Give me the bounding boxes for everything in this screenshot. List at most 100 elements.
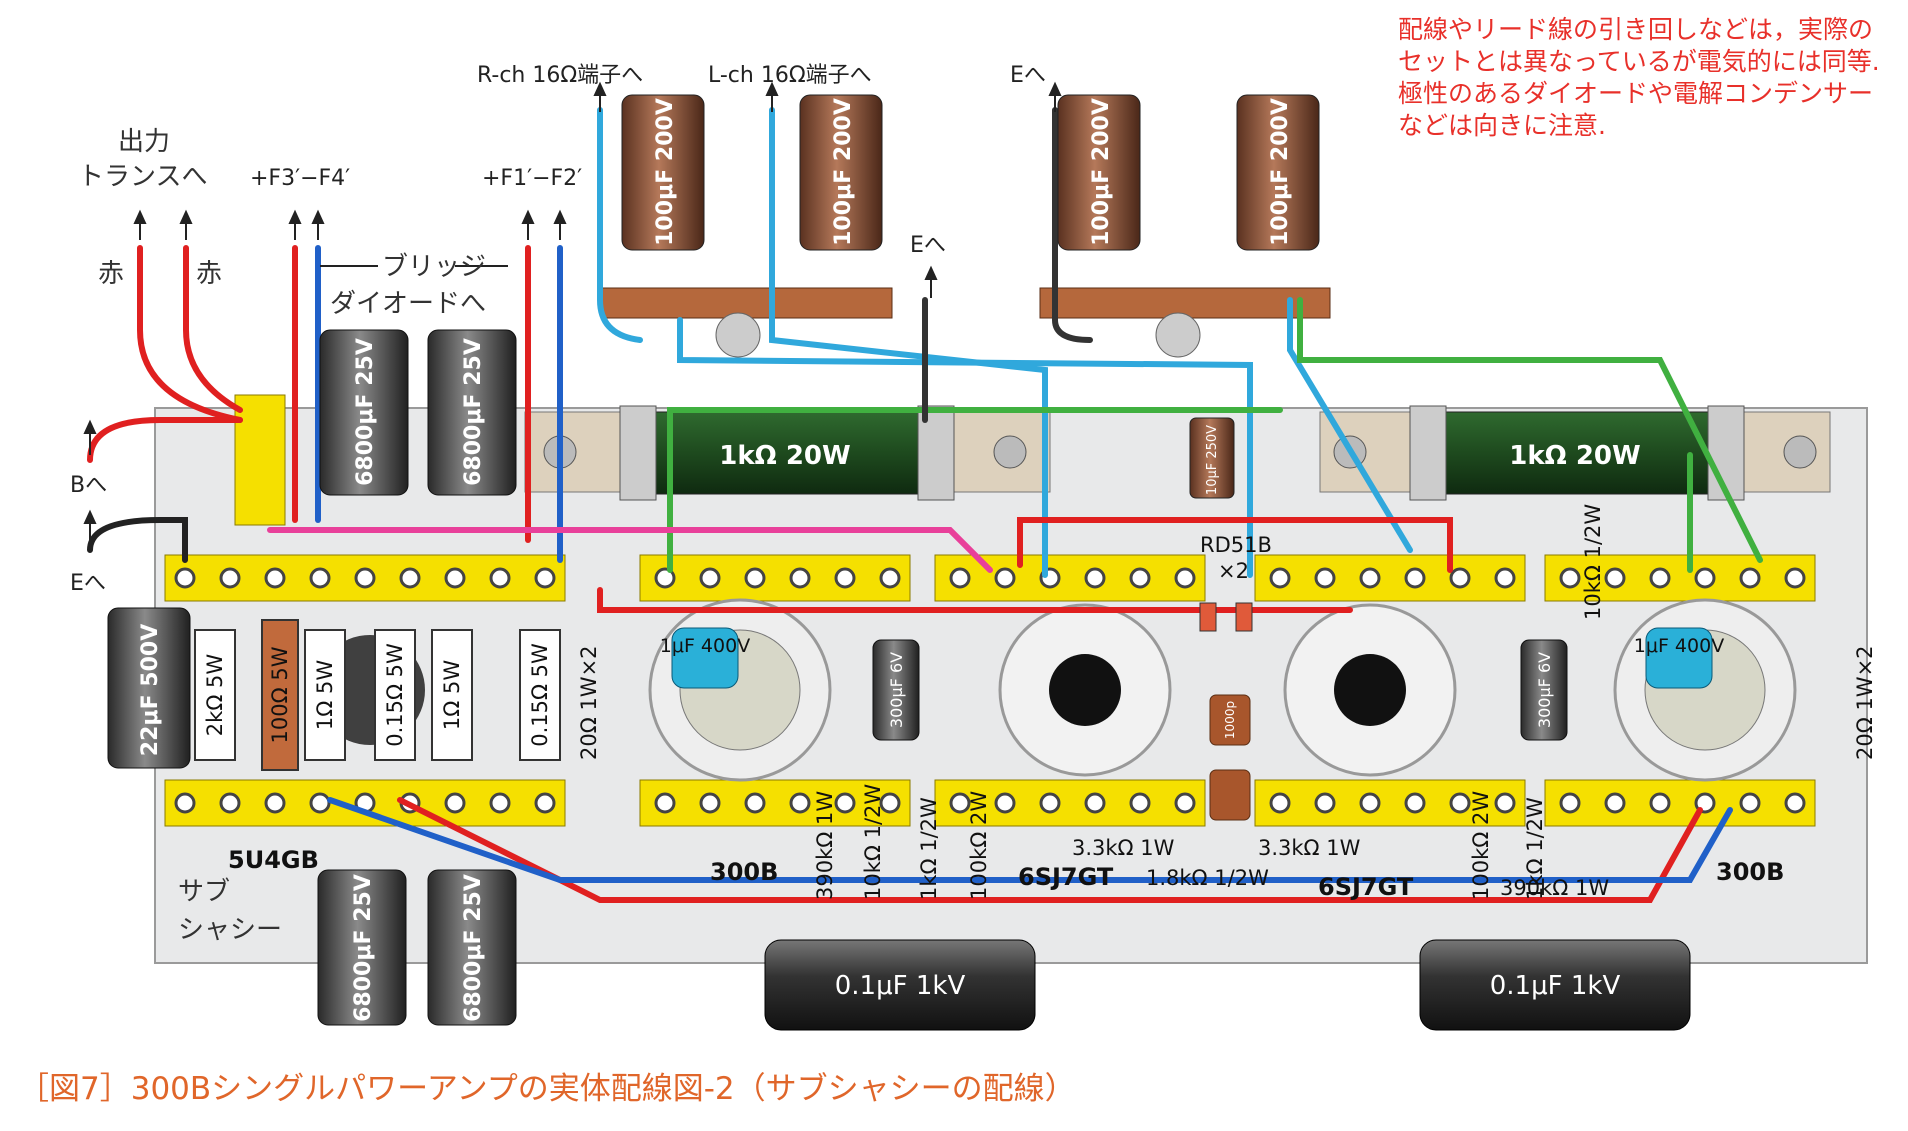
cap-6800-3: 6800μF 25V [317, 869, 407, 1026]
resistor-1k-20w-right-label: 1kΩ 20W [1509, 441, 1640, 471]
cap-6800-4: 6800μF 25V [427, 869, 517, 1026]
cap-1u-left-label: 1μF 400V [660, 635, 750, 657]
cap-1u-right-label: 1μF 400V [1634, 635, 1724, 657]
wiring-note-line-3: 極性のあるダイオードや電解コンデンサー [1398, 79, 1874, 108]
label-100k-left: 100kΩ 2W [967, 791, 991, 900]
label-300b-right: 300B [1716, 858, 1784, 886]
cap-100u-2: 100μF 200V [799, 94, 883, 251]
cap-6800-3-label: 6800μF 25V [351, 874, 376, 1022]
cap-22u-label: 22μF 500V [138, 624, 163, 756]
cap-300u-left: 300μF 6V [872, 639, 920, 741]
cap-100u-2-label: 100μF 200V [831, 98, 856, 246]
resistor-1k-20w-right: 1kΩ 20W [1409, 405, 1745, 501]
label-390k-left: 390kΩ 1W [813, 791, 837, 900]
label-10k-left: 10kΩ 1/2W [861, 784, 885, 900]
wiring-note-line-2: セットとは異なっているが電気的には同等. [1398, 47, 1880, 76]
label-output-1: 出力 [118, 127, 170, 157]
cap-6800-1: 6800μF 25V [319, 329, 409, 496]
label-bridge-1: ブリッジ [382, 252, 486, 282]
cap-01u-left: 0.1μF 1kV [764, 939, 1036, 1031]
label-rch: R-ch 16Ω端子へ [477, 63, 643, 88]
cap-10u-label: 10μF 250V [1205, 425, 1220, 495]
cap-01u-left-label: 0.1μF 1kV [835, 971, 966, 1001]
label-6sj7-right: 6SJ7GT [1318, 873, 1414, 901]
res-015a-label: 0.15Ω 5W [383, 643, 407, 747]
cap-01u-right-label: 0.1μF 1kV [1490, 971, 1621, 1001]
wiring-note-line-4: などは向きに注意. [1398, 111, 1606, 140]
cap-100u-4-label: 100μF 200V [1268, 98, 1293, 246]
resistor-bracket-left [524, 411, 1051, 493]
label-e-mid: Eへ [910, 233, 946, 258]
label-f12: +F1′−F2′ [482, 166, 582, 191]
cap-100u-3: 100μF 200V [1057, 94, 1141, 251]
label-1k-right: 1kΩ 1/2W [1523, 797, 1547, 900]
label-rd51b: RD51B [1200, 533, 1272, 557]
label-red-1: 赤 [98, 259, 124, 289]
label-e-left: Eへ [70, 571, 106, 596]
wiring-note-line-1: 配線やリード線の引き回しなどは，実際の [1398, 15, 1874, 44]
label-x2: ×2 [1218, 559, 1249, 583]
label-sub-2: シャシー [178, 915, 282, 945]
cap-10u-250v: 10μF 250V [1189, 417, 1235, 499]
cap-300u-right-label: 300μF 6V [1535, 652, 1554, 728]
res-1a-label: 1Ω 5W [313, 660, 337, 730]
label-20-right: 20Ω 1W×2 [1853, 645, 1877, 760]
cap-100u-1-label: 100μF 200V [653, 98, 678, 246]
cap-100u-3-label: 100μF 200V [1089, 98, 1114, 246]
label-33k-left: 3.3kΩ 1W [1072, 836, 1175, 860]
resistor-1k-20w-left-label: 1kΩ 20W [719, 441, 850, 471]
cap-1u-left: 1μF 400V [660, 627, 750, 689]
label-33k-right: 3.3kΩ 1W [1258, 836, 1361, 860]
res-100-label: 100Ω 5W [268, 646, 292, 743]
label-e-top: Eへ [1010, 63, 1046, 88]
res-2k-label: 2kΩ 5W [203, 654, 227, 737]
label-20-left: 20Ω 1W×2 [577, 645, 601, 760]
cap-6800-2-label: 6800μF 25V [461, 338, 486, 486]
cap-100u-4: 100μF 200V [1236, 94, 1320, 251]
label-5u4gb: 5U4GB [228, 846, 319, 874]
label-red-2: 赤 [196, 259, 222, 289]
wires [87, 107, 1763, 903]
cap-300u-left-label: 300μF 6V [887, 652, 906, 728]
top-terminal-strip-right [1039, 287, 1331, 358]
arrows [83, 81, 1062, 545]
figure-caption: ［図7］300Bシングルパワーアンプの実体配線図-2（サブシャシーの配線） [18, 1071, 1076, 1107]
diodes-rd51b [1199, 602, 1253, 632]
cap-1000p: 1000p [1209, 694, 1251, 821]
label-18k: 1.8kΩ 1/2W [1146, 866, 1269, 890]
cap-1u-right: 1μF 400V [1634, 627, 1724, 689]
cap-6800-1-label: 6800μF 25V [353, 338, 378, 486]
res-1b-label: 1Ω 5W [440, 660, 464, 730]
label-6sj7-left: 6SJ7GT [1018, 863, 1114, 891]
label-f34: +F3′−F4′ [250, 166, 350, 191]
label-lch: L-ch 16Ω端子へ [708, 63, 872, 88]
tube-socket-300b-left [648, 598, 832, 782]
lug-terminals [174, 567, 1806, 814]
res-015b-label: 0.15Ω 5W [528, 643, 552, 747]
power-resistors: 2kΩ 5W 100Ω 5W 1Ω 5W 0.15Ω 5W 1Ω 5W 0.15… [194, 619, 561, 771]
tube-socket-6sj7-left [998, 603, 1172, 777]
label-300b-left: 300B [710, 858, 778, 886]
cap-6800-2: 6800μF 25V [427, 329, 517, 496]
cap-300u-right: 300μF 6V [1520, 639, 1568, 741]
top-terminal-strip-left [601, 287, 893, 358]
label-100k-right: 100kΩ 2W [1469, 791, 1493, 900]
label-10k-right: 10kΩ 1/2W [1581, 504, 1605, 620]
lug-strips [164, 394, 1816, 827]
label-390k-right: 390kΩ 1W [1500, 876, 1609, 900]
tube-socket-6sj7-right [1283, 603, 1457, 777]
cap-100u-1: 100μF 200V [621, 94, 705, 251]
tube-socket-300b-right [1613, 598, 1797, 782]
cap-1000p-label: 1000p [1223, 701, 1237, 739]
label-1k-left: 1kΩ 1/2W [917, 797, 941, 900]
label-sub-1: サブ [178, 877, 230, 907]
label-b: Bへ [70, 473, 107, 498]
label-output-2: トランスへ [78, 162, 207, 192]
label-bridge-2: ダイオードへ [330, 289, 486, 319]
cap-6800-4-label: 6800μF 25V [461, 874, 486, 1022]
cap-01u-right: 0.1μF 1kV [1419, 939, 1691, 1031]
wiring-note: 配線やリード線の引き回しなどは，実際の セットとは異なっているが電気的には同等.… [1398, 14, 1898, 142]
cap-22u-500v: 22μF 500V [107, 607, 191, 769]
